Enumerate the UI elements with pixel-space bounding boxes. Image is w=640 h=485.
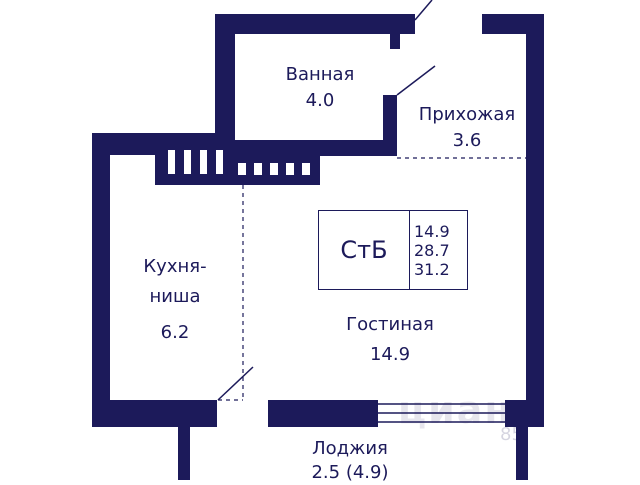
apartment-areas: 14.9 28.7 31.2: [410, 211, 467, 289]
door-kitchen: [217, 366, 254, 401]
room-kitchen-name-line1: Кухня-: [143, 256, 207, 277]
wall-bottom-left: [92, 400, 217, 427]
room-living-area: 14.9: [369, 344, 411, 365]
shaft-cell: [286, 163, 294, 175]
shaft-block: [155, 145, 320, 185]
door-bathroom: [396, 65, 436, 96]
watermark-logo: циан: [398, 388, 513, 432]
room-bathroom-area: 4.0: [305, 90, 335, 111]
room-bathroom-name: Ванная: [285, 64, 355, 85]
apartment-type: СтБ: [319, 211, 410, 289]
door-entrance: [414, 0, 433, 21]
wall-right: [526, 14, 544, 400]
room-bathroom-label: Ванная 4.0: [270, 62, 370, 114]
room-kitchen-area: 6.2: [160, 322, 190, 343]
shaft-cell: [184, 150, 191, 174]
shaft-cell: [200, 150, 207, 174]
room-loggia-name: Лоджия: [312, 438, 388, 459]
wall-bottom-right: [268, 400, 378, 427]
loggia-wall-left: [178, 427, 190, 480]
shaft-cell: [302, 163, 310, 175]
shaft-cell: [216, 150, 223, 174]
wall-bath-top: [215, 14, 415, 34]
room-living-name: Гостиная: [346, 314, 434, 335]
watermark-number: 85: [500, 424, 523, 445]
wall-bath-left: [215, 14, 235, 149]
living-area-value: 14.9: [414, 221, 450, 241]
room-hallway-name: Прихожая: [418, 104, 516, 125]
room-hallway-label: Прихожая 3.6: [402, 102, 532, 154]
wall-bath-stub: [390, 34, 400, 49]
shaft-cell: [270, 163, 278, 175]
apartment-badge: СтБ 14.9 28.7 31.2: [318, 210, 468, 290]
room-loggia-label: Лоджия 2.5 (4.9): [280, 437, 420, 485]
room-kitchen-label: Кухня- ниша 6.2: [125, 252, 225, 348]
room-living-label: Гостиная 14.9: [330, 310, 450, 370]
shaft-cell: [238, 163, 246, 175]
loggia-wall-right: [516, 427, 528, 480]
room-loggia-area: 2.5 (4.9): [311, 462, 389, 483]
shaft-cell: [168, 150, 175, 174]
shaft-cell: [254, 163, 262, 175]
total-area-with-loggia-value: 31.2: [414, 259, 450, 279]
total-area-value: 28.7: [414, 240, 450, 260]
wall-left: [92, 133, 110, 400]
wall-bath-right: [383, 95, 397, 156]
wall-bottom-far-right: [505, 400, 544, 427]
room-hallway-area: 3.6: [452, 130, 482, 151]
room-kitchen-name-line2: ниша: [149, 286, 201, 307]
